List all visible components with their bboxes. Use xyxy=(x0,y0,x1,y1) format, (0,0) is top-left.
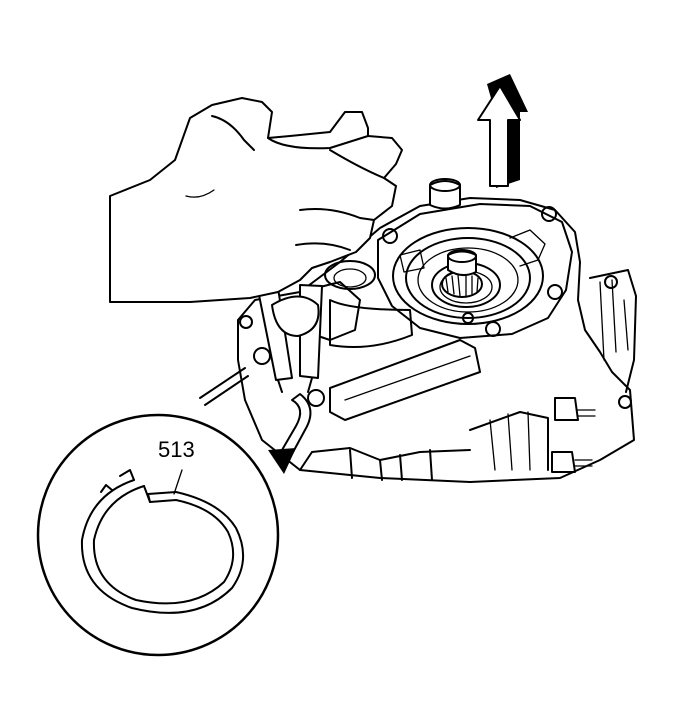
curved-arrow-icon xyxy=(268,393,312,474)
up-arrow-icon xyxy=(477,74,528,188)
hand xyxy=(109,97,403,303)
snap-ring-pliers xyxy=(257,284,323,393)
callout-label-513: 513 xyxy=(158,437,195,462)
transaxle-case xyxy=(199,178,637,483)
snap-ring-detail-circle: 513 xyxy=(36,413,280,657)
